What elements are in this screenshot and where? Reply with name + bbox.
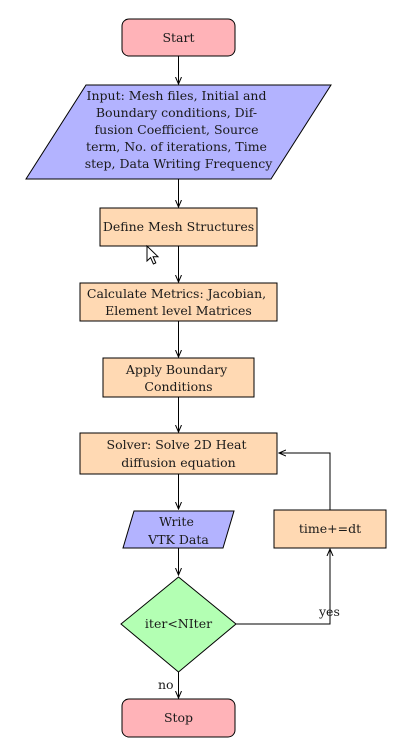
metrics-label-line: Element level Matrices: [105, 303, 252, 318]
edges: [179, 56, 331, 698]
input-label-line: Input: Mesh files, Initial and: [87, 88, 267, 103]
mesh-process-shape: [99, 207, 258, 247]
node-decision: iter<NIter: [120, 576, 237, 673]
input-label-line: step, Data Writing Frequency: [85, 156, 274, 171]
mouse-pointer-icon: [146, 244, 160, 265]
boundary-label-line: Apply Boundary: [125, 362, 228, 377]
decision-label: iter<NIter: [145, 616, 212, 631]
mesh-label-line: Define Mesh Structures: [103, 219, 254, 234]
node-stop: Stop: [121, 698, 236, 738]
node-start: Start: [121, 18, 236, 57]
mesh-label: Define Mesh Structures: [103, 219, 254, 234]
start-label-line: Start: [162, 30, 194, 45]
time-process-shape: [273, 509, 387, 549]
stop-label-line: Stop: [164, 710, 193, 725]
boundary-process-shape: [102, 357, 255, 398]
write-label-line: VTK Data: [147, 532, 209, 547]
edge-time-solver: [279, 453, 331, 510]
stop-terminal-shape: [121, 698, 236, 738]
node-time: time+=dt: [273, 509, 387, 549]
input-label: Input: Mesh files, Initial and Boundary …: [85, 88, 274, 171]
input-label-line: Boundary conditions, Dif-: [96, 105, 257, 120]
boundary-label-line: Conditions: [144, 379, 212, 394]
start-terminal-shape: [121, 18, 236, 57]
node-metrics: Calculate Metrics: Jacobian, Element lev…: [79, 282, 278, 322]
time-label: time+=dt: [299, 521, 361, 536]
write-parallelogram-shape: [122, 510, 235, 549]
input-parallelogram-shape: [25, 84, 332, 180]
decision-diamond-shape: [120, 576, 237, 673]
solver-label-line: diffusion equation: [121, 455, 235, 470]
metrics-process-shape: [79, 282, 278, 322]
decision-label-line: iter<NIter: [145, 616, 212, 631]
node-mesh: Define Mesh Structures: [99, 207, 258, 247]
write-label-line: Write: [159, 514, 194, 529]
metrics-label-line: Calculate Metrics: Jacobian,: [87, 286, 266, 301]
boundary-label: Apply Boundary Conditions: [125, 362, 231, 394]
node-boundary: Apply Boundary Conditions: [102, 357, 255, 398]
edge-decision-time: [236, 549, 330, 625]
solver-process-shape: [79, 432, 278, 475]
start-label: Start: [162, 30, 194, 45]
node-solver: Solver: Solve 2D Heat diffusion equation: [79, 432, 278, 475]
write-label: Write VTK Data: [147, 514, 209, 547]
edge-label-no: no: [158, 677, 174, 692]
input-label-line: term, No. of iterations, Time: [86, 139, 267, 154]
edge-label-yes: yes: [318, 604, 340, 619]
solver-label: Solver: Solve 2D Heat diffusion equation: [107, 437, 251, 470]
input-label-line: fusion Coefficient, Source: [95, 122, 259, 137]
stop-label: Stop: [164, 710, 193, 725]
solver-label-line: Solver: Solve 2D Heat: [107, 437, 247, 452]
time-label-line: time+=dt: [299, 521, 361, 536]
node-input: Input: Mesh files, Initial and Boundary …: [25, 84, 332, 180]
node-write: Write VTK Data: [122, 510, 235, 549]
metrics-label: Calculate Metrics: Jacobian, Element lev…: [87, 286, 270, 318]
